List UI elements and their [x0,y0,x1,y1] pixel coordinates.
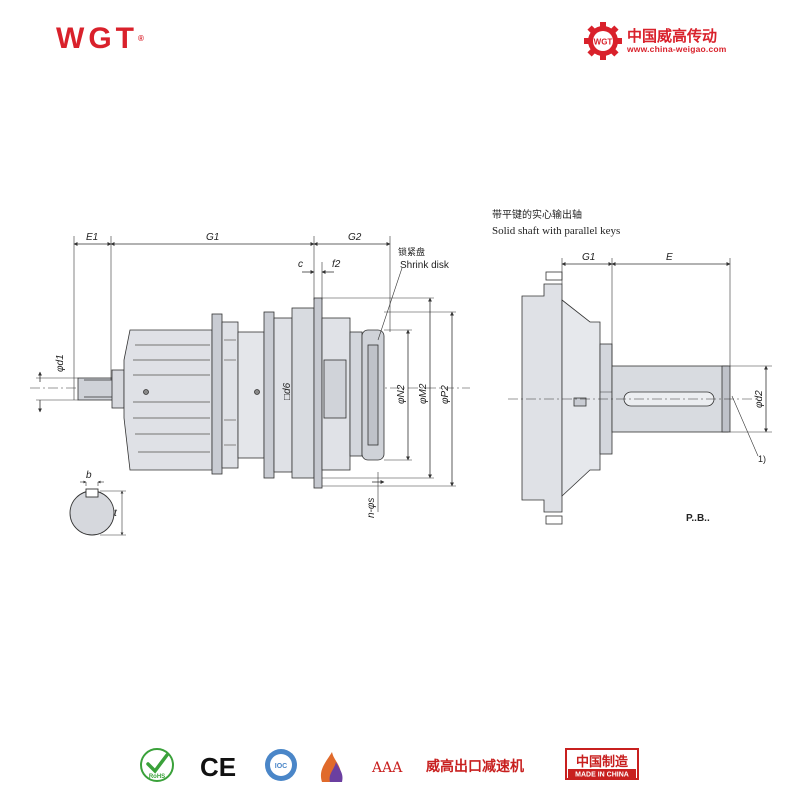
dim-m2: φM2 [418,383,429,404]
dim-g1: G1 [206,232,219,243]
emblem-text: WGT [594,38,613,47]
made-in-china-en: MADE IN CHINA [575,772,629,779]
housing-ribs [133,344,210,453]
rohs-label: RoHS [149,774,165,780]
note-marker: 1) [758,454,766,464]
model-label: P..B.. [686,513,710,524]
dim-c: c [298,259,303,270]
brand-name-cn: 中国威高传动 [627,27,718,45]
shrink-disk-label-cn: 锁紧盘 [398,246,425,258]
shrink-disk-label-en: Shrink disk [400,260,450,271]
dim-g2: G2 [348,232,362,243]
dim-t: t [114,508,118,519]
made-in-china-badge: 中国制造 MADE IN CHINA [565,748,639,780]
adapter-housing [123,329,213,471]
quality-flame-icon [320,752,343,782]
dim-holes: n-φs [366,498,377,518]
rohs-icon: RoHS [140,748,174,782]
wgt-logo: WGT® [56,24,144,54]
side-dim-d2: φd2 [754,390,765,408]
footer-certifications: RoHS CE IOC AAA 威高出口减速机 中国制造 MADE IN CHI… [140,748,639,782]
ce-mark-icon: CE [200,752,236,782]
made-in-china-cn: 中国制造 [576,754,629,770]
keyway-section-detail [69,480,126,536]
aaa-rating: AAA [371,760,403,776]
output-flange [313,297,323,489]
dim-d6: □d6 [282,382,293,400]
side-dim-e: E [666,252,673,263]
dim-d1: φd1 [55,354,66,372]
registered-mark: ® [137,34,144,43]
dim-f2: f2 [332,259,341,270]
solid-shaft-view [508,258,772,525]
dim-n2: φN2 [396,384,407,404]
dim-p2: φP2 [440,385,451,404]
certification-badge-icon: IOC [265,749,297,781]
gear-emblem-icon: WGT [584,22,622,60]
main-gearbox-view [30,236,470,512]
dim-e1: E1 [86,232,98,243]
solid-shaft-title-cn: 带平键的实心输出轴 [492,208,582,221]
badge-label: IOC [275,763,287,770]
solid-shaft-title-en: Solid shaft with parallel keys [492,225,620,237]
company-tagline: 威高出口减速机 [426,758,524,775]
side-dim-g1: G1 [582,252,595,263]
dim-b: b [86,470,92,481]
shaft-flange [521,283,563,513]
brand-url[interactable]: www.china-weigao.com [627,44,727,54]
wgt-logo-text: WGT [56,22,138,55]
